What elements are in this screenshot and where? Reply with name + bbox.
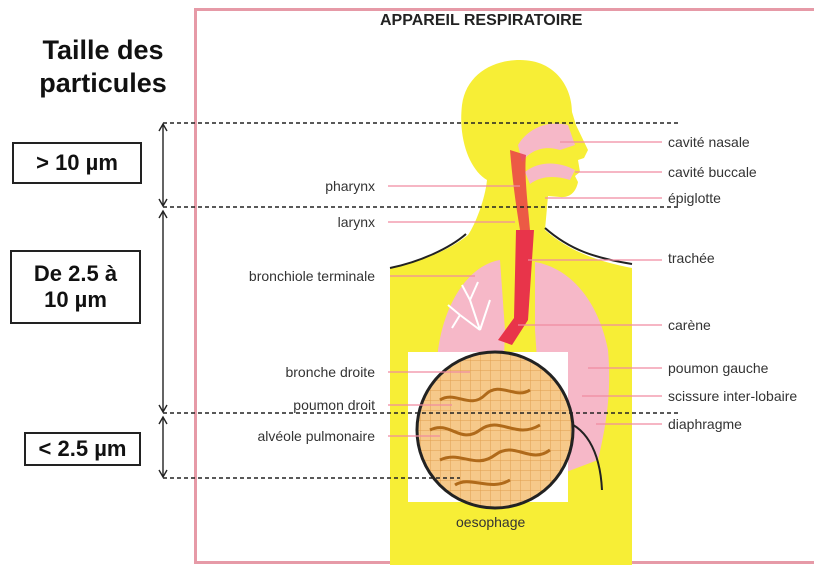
label-alveole-pulmonaire: alvéole pulmonaire bbox=[257, 428, 375, 444]
label-bronche-droite: bronche droite bbox=[285, 364, 375, 380]
label-bronchiole-terminale: bronchiole terminale bbox=[249, 268, 375, 284]
label-carene: carène bbox=[668, 317, 711, 333]
label-scissure-inter-lobaire: scissure inter-lobaire bbox=[668, 388, 797, 404]
label-poumon-gauche: poumon gauche bbox=[668, 360, 768, 376]
label-cavite-buccale: cavité buccale bbox=[668, 164, 757, 180]
label-epiglotte: épiglotte bbox=[668, 190, 721, 206]
label-trachee: trachée bbox=[668, 250, 715, 266]
diagram-title: APPAREIL RESPIRATOIRE bbox=[380, 12, 582, 30]
label-pharynx: pharynx bbox=[325, 178, 375, 194]
label-diaphragme: diaphragme bbox=[668, 416, 742, 432]
label-larynx: larynx bbox=[338, 214, 375, 230]
label-cavite-nasale: cavité nasale bbox=[668, 134, 750, 150]
label-poumon-droit: poumon droit bbox=[293, 397, 375, 413]
label-oesophage: oesophage bbox=[456, 514, 525, 530]
